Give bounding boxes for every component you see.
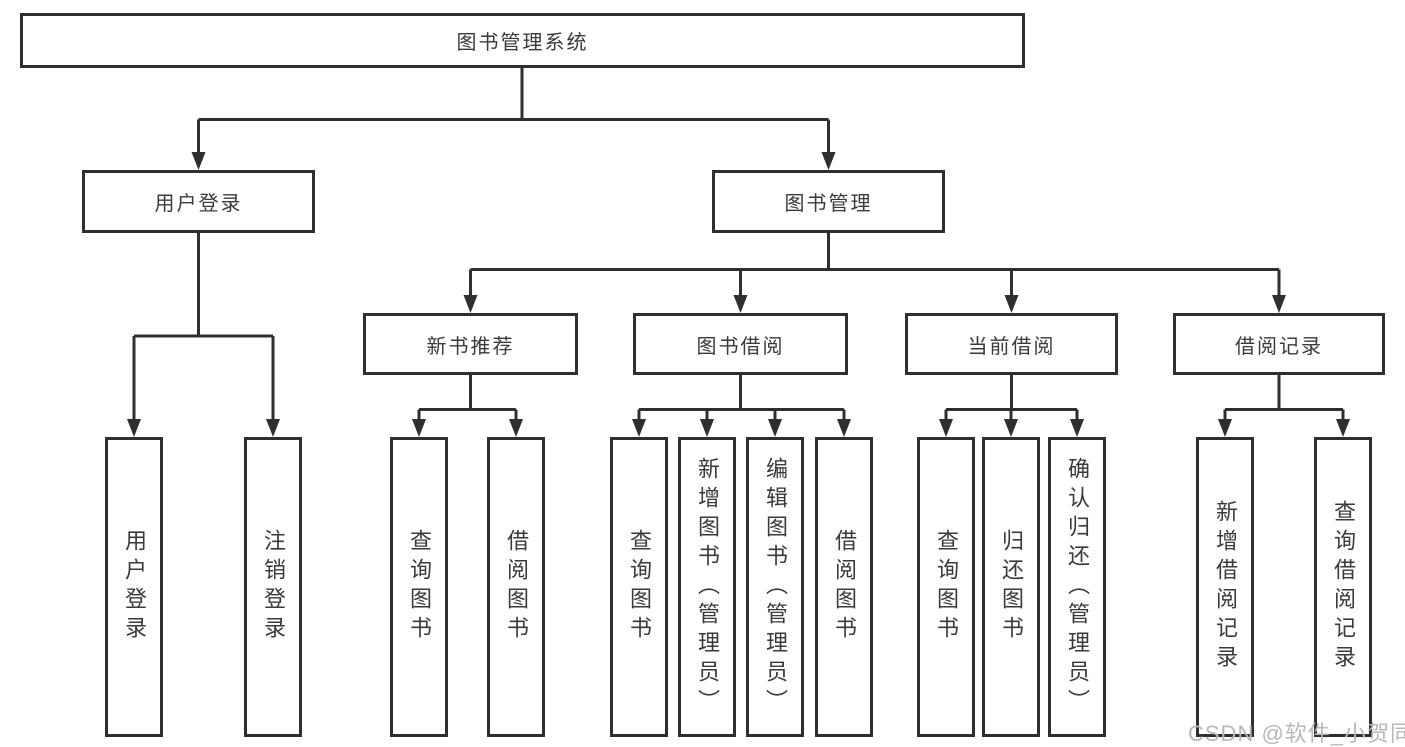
watermark: CSDN @软件_小贺同学 bbox=[1188, 721, 1405, 746]
node-records-query-record: 查询借阅记录 bbox=[1314, 437, 1372, 737]
node-records-add-record: 新增借阅记录 bbox=[1196, 437, 1254, 737]
arrow-down-icon bbox=[1336, 419, 1350, 437]
arrow-down-icon bbox=[1004, 295, 1019, 313]
arrow-down-icon bbox=[837, 419, 851, 437]
node-current-query-books: 查询图书 bbox=[917, 437, 975, 737]
node-recommend-query-books: 查询图书 bbox=[390, 437, 448, 737]
node-recommend-borrow-books: 借阅图书 bbox=[487, 437, 545, 737]
arrow-down-icon bbox=[1218, 419, 1232, 437]
arrow-down-icon bbox=[821, 152, 836, 170]
node-current-borrow: 当前借阅 bbox=[905, 313, 1118, 375]
arrow-down-icon bbox=[127, 419, 141, 437]
connector-book-management-to-level3 bbox=[469, 233, 1281, 298]
arrow-down-icon bbox=[1272, 295, 1286, 313]
arrow-down-icon bbox=[733, 295, 748, 313]
node-current-return-books: 归还图书 bbox=[982, 437, 1040, 737]
node-root: 图书管理系统 bbox=[20, 13, 1025, 68]
node-new-book-recommend: 新书推荐 bbox=[363, 313, 578, 375]
arrow-down-icon bbox=[412, 419, 426, 437]
connector-new-book-recommend-to-children bbox=[417, 375, 518, 422]
arrow-down-icon bbox=[266, 419, 280, 437]
connector-book-borrow-to-children bbox=[637, 375, 846, 422]
node-user-login-leaf: 用户登录 bbox=[105, 437, 163, 737]
arrow-down-icon bbox=[509, 419, 523, 437]
arrow-down-icon bbox=[632, 419, 646, 437]
node-logout: 注销登录 bbox=[244, 437, 302, 737]
arrow-down-icon bbox=[939, 419, 953, 437]
connector-root-to-level2 bbox=[197, 68, 830, 155]
connector-user-login-to-children bbox=[132, 233, 275, 422]
arrow-down-icon bbox=[700, 419, 714, 437]
arrow-down-icon bbox=[768, 419, 782, 437]
node-borrow-query-books: 查询图书 bbox=[610, 437, 668, 737]
node-book-borrow: 图书借阅 bbox=[633, 313, 848, 375]
node-current-confirm-return-admin: 确认归还（管理员） bbox=[1048, 437, 1106, 737]
node-user-login: 用户登录 bbox=[82, 170, 315, 233]
arrow-down-icon bbox=[1004, 419, 1018, 437]
connector-current-borrow-to-children bbox=[944, 375, 1079, 422]
connector-borrow-records-to-children bbox=[1223, 375, 1345, 422]
arrow-down-icon bbox=[191, 152, 206, 170]
node-borrow-edit-books-admin: 编辑图书（管理员） bbox=[746, 437, 804, 737]
node-borrow-add-books-admin: 新增图书（管理员） bbox=[678, 437, 736, 737]
arrow-down-icon bbox=[463, 295, 478, 313]
node-borrow-records: 借阅记录 bbox=[1173, 313, 1385, 375]
arrow-down-icon bbox=[1070, 419, 1084, 437]
node-book-management: 图书管理 bbox=[712, 170, 945, 233]
node-borrow-borrow-books: 借阅图书 bbox=[815, 437, 873, 737]
